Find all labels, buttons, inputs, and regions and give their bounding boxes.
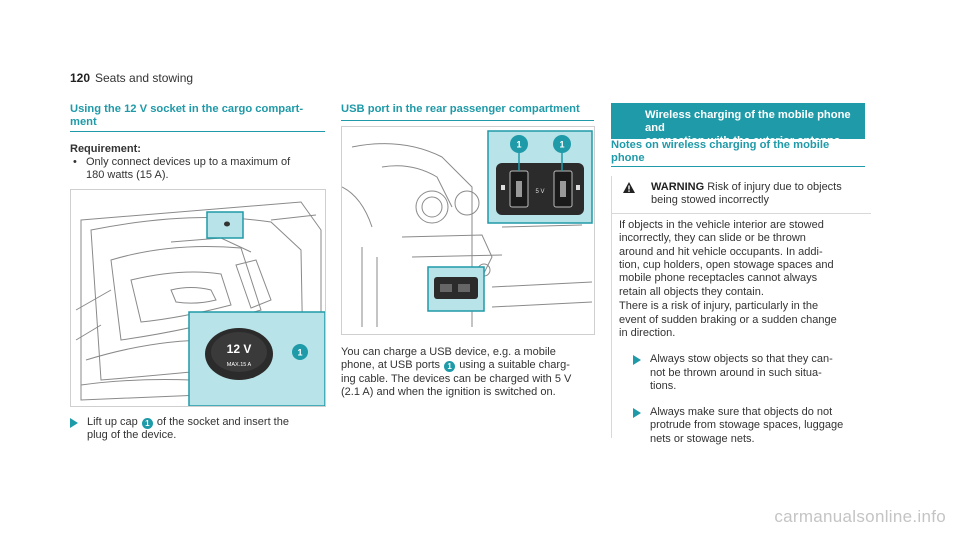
warning-step-2: Always make sure that objects do not pro…	[619, 406, 869, 446]
callout-circle	[553, 135, 571, 153]
callout-number: 1	[516, 140, 521, 150]
warning-divider	[611, 212, 871, 214]
section-title: Seats and stowing	[95, 71, 194, 85]
requirement-label: Requirement:	[70, 143, 141, 155]
callout-circle	[292, 344, 308, 360]
usb-voltage-label: 5 V	[535, 189, 544, 195]
warning-left-bar	[611, 176, 612, 438]
requirement-line1: Only connect devices up to a maximum of	[86, 156, 291, 168]
rear-console-illustration: 5 V 1 1	[342, 130, 593, 327]
callout-badge: 1	[141, 418, 153, 429]
usb-port-figure: 5 V 1 1	[341, 126, 595, 335]
page-number: 120	[70, 71, 91, 85]
arrow-right-icon	[633, 407, 641, 418]
socket-heading-line1: Using the 12 V socket in the cargo compa…	[70, 103, 304, 115]
socket-heading-line2: ment	[70, 116, 97, 128]
warning-triangle-icon	[623, 182, 635, 193]
warning-paragraph-2: There is a risk of injury, particularly …	[619, 300, 837, 340]
arrow-right-icon	[633, 355, 641, 366]
usb-body: You can charge a USB device, e.g. a mobi…	[341, 346, 572, 399]
cargo-compartment-illustration: 12 V MAX.15 A 1	[75, 201, 325, 406]
wireless-charging-heading-box: Wireless charging of the mobile phone an…	[611, 103, 865, 147]
usb-heading: USB port in the rear passenger compartme…	[341, 103, 580, 115]
callout-badge: 1	[444, 361, 456, 373]
warning-paragraph-1: If objects in the vehicle interior are s…	[619, 218, 834, 298]
callout-number: 1	[297, 348, 302, 358]
heading-rule	[611, 166, 865, 167]
instruction-step: Lift up cap 1 of the socket and insert t…	[70, 416, 325, 443]
wireless-notes-heading: Notes on wireless charging of the mobile…	[611, 139, 830, 164]
watermark: carmanualsonline.info	[774, 507, 946, 526]
heading-rule	[70, 131, 325, 132]
warning-header: WARNING Risk of injury due to objects be…	[619, 181, 869, 208]
heading-rule	[341, 120, 594, 121]
socket-amp-label: MAX.15 A	[227, 362, 252, 368]
bullet-icon: •	[73, 156, 77, 168]
lock-icon	[501, 185, 505, 190]
callout-circle	[510, 135, 528, 153]
warning-step-1: Always stow objects so that they can- no…	[619, 353, 869, 393]
requirement-item: • Only connect devices up to a maximum o…	[70, 156, 320, 183]
arrow-right-icon	[70, 418, 78, 428]
socket-voltage-label: 12 V	[227, 342, 252, 356]
socket-heading: Using the 12 V socket in the cargo compa…	[70, 103, 325, 129]
cargo-socket-figure: 12 V MAX.15 A 1	[70, 189, 326, 407]
requirement-line2: 180 watts (15 A).	[86, 169, 169, 182]
lock-icon	[576, 185, 580, 190]
warning-box: WARNING Risk of injury due to objects be…	[611, 181, 871, 446]
callout-number: 1	[559, 140, 564, 150]
instruction-text: Lift up cap 1 of the socket and insert t…	[87, 416, 289, 442]
